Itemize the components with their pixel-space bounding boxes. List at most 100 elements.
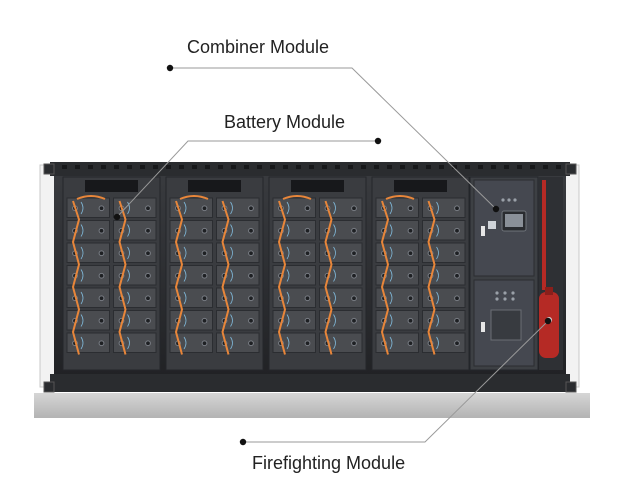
corner-casting xyxy=(565,163,577,175)
module-terminal xyxy=(407,205,414,212)
signal-cable xyxy=(80,269,84,282)
bolt xyxy=(322,165,327,169)
module-terminal xyxy=(454,295,460,302)
module-terminal xyxy=(98,317,105,324)
signal-cable xyxy=(286,224,290,237)
module-terminal xyxy=(351,227,357,234)
module-terminal xyxy=(454,340,460,347)
bolt xyxy=(114,165,119,169)
combiner-module-label: Combiner Module xyxy=(187,37,330,57)
module-terminal xyxy=(145,317,151,324)
module-terminal xyxy=(304,295,311,302)
top-rail-bolts xyxy=(62,165,561,169)
signal-cable xyxy=(436,314,439,327)
indicator-light xyxy=(495,291,499,295)
battery-module-label: Battery Module xyxy=(224,112,346,132)
signal-cable xyxy=(230,336,233,350)
left-end-panel xyxy=(39,164,57,388)
signal-cable xyxy=(286,201,290,215)
signal-cable xyxy=(333,291,336,305)
bolt xyxy=(75,165,80,169)
module-terminal xyxy=(407,227,414,234)
battery-leader-line xyxy=(116,140,378,218)
signal-cable xyxy=(127,291,130,305)
signal-cable xyxy=(127,224,130,237)
module-terminal xyxy=(98,340,105,347)
signal-cable xyxy=(389,269,393,282)
corner-casting xyxy=(43,163,55,175)
module-terminal xyxy=(351,250,357,257)
rack-top-vent xyxy=(188,180,241,192)
signal-cable xyxy=(127,314,130,327)
signal-cable xyxy=(286,269,290,282)
module-terminal xyxy=(201,295,208,302)
signal-cable xyxy=(127,336,130,350)
bolt xyxy=(374,165,379,169)
bolt xyxy=(153,165,158,169)
rack-top-vent xyxy=(85,180,138,192)
indicator-light xyxy=(495,297,499,301)
cabinet-handle xyxy=(481,322,485,332)
module-terminal xyxy=(145,272,151,279)
module-terminal xyxy=(98,272,105,279)
signal-cable xyxy=(436,291,439,305)
module-terminal xyxy=(454,317,460,324)
module-terminal xyxy=(351,317,357,324)
bolt xyxy=(517,165,522,169)
fire-pipe xyxy=(542,180,546,290)
module-terminal xyxy=(145,205,151,212)
module-terminal xyxy=(248,205,254,212)
corner-castings xyxy=(43,163,577,393)
signal-cable xyxy=(436,336,439,350)
bolt xyxy=(166,165,171,169)
combiner-leader-line xyxy=(170,67,497,210)
bolt xyxy=(348,165,353,169)
signal-cable xyxy=(286,246,290,260)
module-terminal xyxy=(407,295,414,302)
power-cable xyxy=(380,200,390,355)
module-terminal xyxy=(248,250,254,257)
module-terminal xyxy=(98,227,105,234)
signal-cable xyxy=(333,224,336,237)
signal-cable xyxy=(183,246,187,260)
signal-cable xyxy=(230,291,233,305)
bolt xyxy=(205,165,210,169)
signal-cable xyxy=(183,201,187,215)
corner-casting xyxy=(43,381,55,393)
concrete-base xyxy=(34,393,590,418)
module-terminal xyxy=(248,317,254,324)
signal-cable xyxy=(389,314,393,327)
module-terminal xyxy=(201,250,208,257)
module-terminal xyxy=(201,227,208,234)
bolt xyxy=(439,165,444,169)
signal-cable xyxy=(230,201,233,215)
module-terminal xyxy=(407,250,414,257)
signal-cable xyxy=(80,336,84,350)
signal-cable xyxy=(286,291,290,305)
signal-cable xyxy=(389,336,393,350)
indicator-light xyxy=(501,198,505,202)
power-cable xyxy=(71,200,81,355)
bolt xyxy=(504,165,509,169)
signal-cable xyxy=(389,224,393,237)
module-terminal xyxy=(454,272,460,279)
power-cable xyxy=(76,195,106,200)
bolt xyxy=(335,165,340,169)
bolt xyxy=(465,165,470,169)
signal-cable xyxy=(230,314,233,327)
module-terminal xyxy=(454,250,460,257)
module-terminal xyxy=(98,250,105,257)
module-terminal xyxy=(351,205,357,212)
module-terminal xyxy=(304,227,311,234)
signal-cable xyxy=(230,246,233,260)
indicator-light xyxy=(511,291,515,295)
module-terminal xyxy=(304,340,311,347)
cabinet-switch xyxy=(488,221,496,229)
fire-extinguisher-cylinder xyxy=(539,292,559,358)
container-bottom-rail xyxy=(50,374,570,392)
firefighting-leader-line xyxy=(243,320,549,443)
module-terminal xyxy=(248,227,254,234)
module-terminal xyxy=(351,272,357,279)
signal-cable xyxy=(333,201,336,215)
signal-cable xyxy=(127,201,130,215)
